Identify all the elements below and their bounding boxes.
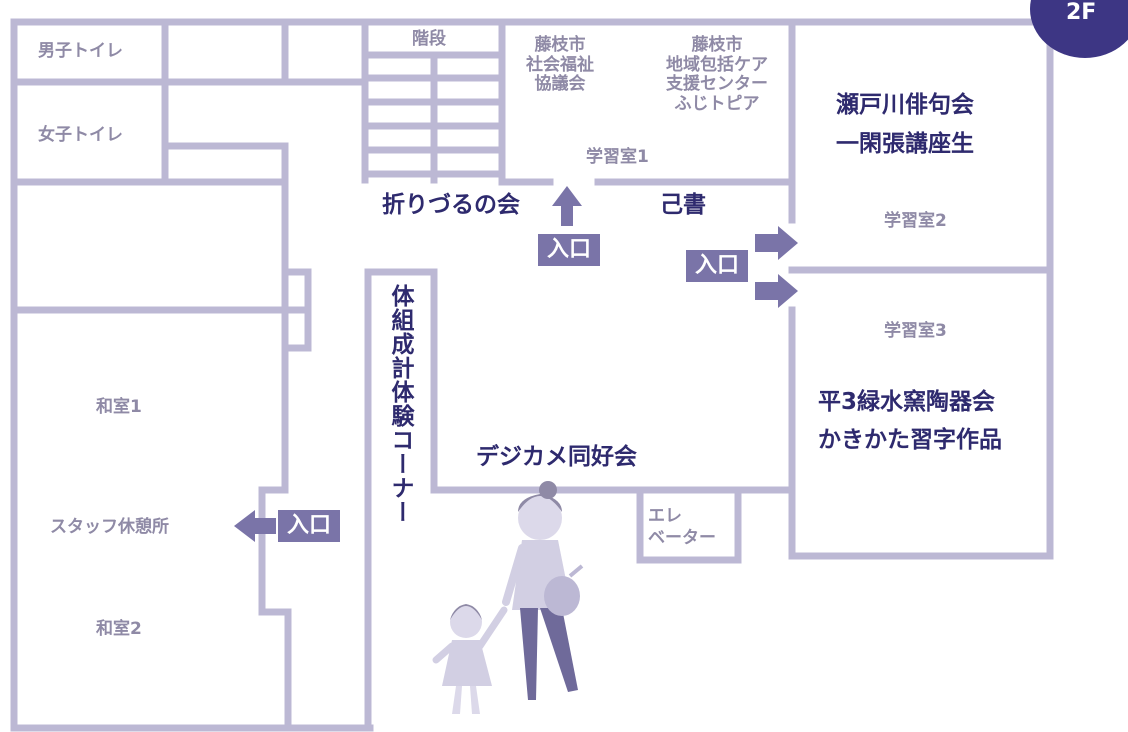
support-line3: 支援センター xyxy=(666,74,768,95)
haiku-event-label: 瀬戸川俳句会 一閑張講座生 xyxy=(836,86,974,164)
pottery-event-label: 平3緑水窯陶器会 かきかた習字作品 xyxy=(818,384,1002,460)
council-line2: 社会福祉 xyxy=(526,54,594,75)
staff-room-label: スタッフ休憩所 xyxy=(50,517,169,537)
washitsu-1-label: 和室1 xyxy=(96,397,142,417)
arrow-up-icon xyxy=(552,186,582,226)
support-line1: 藤枝市 xyxy=(691,35,743,55)
entrance-badge-staff: 入口 xyxy=(278,510,340,542)
elevator-line2: ベーター xyxy=(648,528,716,549)
entrance-badge-top: 入口 xyxy=(538,234,600,266)
origami-event-label: 折りづるの会 xyxy=(382,192,520,218)
support-line2: 地域包括ケア xyxy=(666,54,768,75)
camera-club-label: デジカメ同好会 xyxy=(476,444,637,470)
council-line3: 協議会 xyxy=(534,74,586,95)
mens-toilet-label: 男子トイレ xyxy=(38,41,123,61)
haiku-line2: 一閑張講座生 xyxy=(836,131,974,158)
support-center-label: 藤枝市 地域包括ケア 支援センター ふじトピア xyxy=(644,35,790,114)
haiku-line1: 瀬戸川俳句会 xyxy=(836,92,974,118)
council-label: 藤枝市 社会福祉 協議会 xyxy=(510,35,610,95)
elevator-line1: エレ xyxy=(648,506,682,526)
stairs-label: 階段 xyxy=(412,29,446,49)
pottery-line1: 平3緑水窯陶器会 xyxy=(818,389,996,415)
arrow-right-icon-bottom xyxy=(755,274,798,308)
floor-label: 2F xyxy=(1066,0,1097,25)
washitsu-2-label: 和室2 xyxy=(96,619,142,639)
study-room-1-label: 学習室1 xyxy=(586,147,649,167)
family-illustration xyxy=(432,481,584,714)
elevator-label: エレ ベーター xyxy=(648,505,716,549)
womens-toilet-label: 女子トイレ xyxy=(38,125,123,145)
council-line1: 藤枝市 xyxy=(534,35,586,55)
calligraphy-event-label: 己書 xyxy=(660,192,706,218)
study-room-2-label: 学習室2 xyxy=(884,211,947,231)
pottery-line2: かきかた習字作品 xyxy=(818,426,1002,453)
study-room-3-label: 学習室3 xyxy=(884,321,947,341)
entrance-badge-right: 入口 xyxy=(686,250,748,282)
support-line4: ふじトピア xyxy=(674,93,760,114)
arrow-right-icon-top xyxy=(755,226,798,260)
body-composition-corner-label: 体組成計体験コーナー xyxy=(387,284,413,524)
arrow-left-icon xyxy=(234,510,276,542)
walls xyxy=(10,18,1054,732)
